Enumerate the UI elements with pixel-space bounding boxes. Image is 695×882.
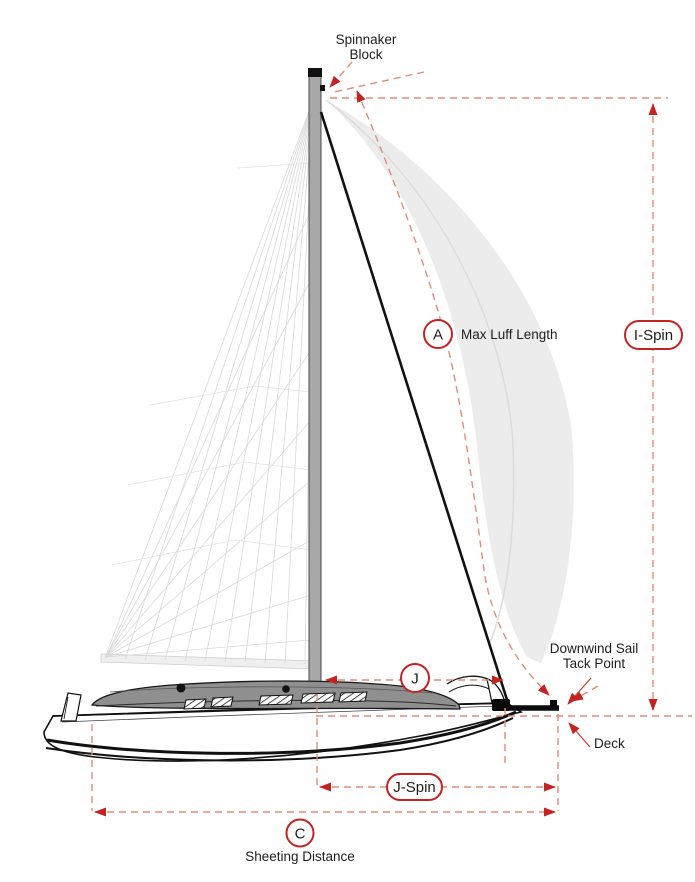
stern-fin (60, 692, 82, 722)
text-labels: Spinnaker Block Max Luff Length Downwind… (245, 32, 638, 864)
badge-a-letter: A (433, 327, 443, 344)
badge-i-spin-text: I-Spin (634, 327, 673, 344)
badges: A I-Spin J J-Spin C (285, 319, 683, 848)
block-fitting (320, 85, 325, 91)
furler-drum (492, 699, 510, 711)
badge-j-letter: J (411, 671, 419, 688)
stern-fin-line (63, 696, 69, 720)
mast (308, 69, 322, 693)
spinnaker-block-callout-1 (329, 61, 353, 88)
pulpit-rail-lower (448, 684, 490, 693)
badge-c (285, 818, 315, 848)
masthead-spinnaker-block (308, 68, 322, 77)
badge-a (423, 319, 453, 349)
tack-label-arrow (567, 677, 592, 705)
hull (43, 675, 559, 762)
tack-point-label-line1: Downwind Sail (550, 641, 639, 656)
solid-callouts (567, 677, 592, 748)
spinnaker-block-label-line2: Block (349, 47, 382, 62)
deck-label-arrow (568, 722, 591, 748)
sheeting-distance-label: Sheeting Distance (245, 849, 355, 864)
winch-aft (176, 683, 186, 693)
tack-dashed-callout (571, 685, 599, 702)
bowsprit-tip-fitting (550, 700, 557, 706)
tack-panel-lines (105, 209, 312, 658)
boom-foot (100, 653, 316, 670)
deck-label: Deck (594, 736, 625, 751)
badge-i-spin (624, 320, 683, 350)
mainsail-panel-fan (100, 97, 316, 670)
cabin-windows (183, 691, 368, 710)
pulpit-stanchion (486, 678, 493, 704)
spinnaker-block-label-line1: Spinnaker (336, 32, 397, 47)
hull-stripe-lower (45, 717, 514, 762)
badge-j (400, 663, 430, 693)
hull-stripe-upper (46, 710, 517, 755)
spinnaker-sail (325, 99, 574, 663)
badge-c-letter: C (295, 826, 306, 843)
tack-point-label-line2: Tack Point (563, 656, 626, 671)
spinnaker-block-callout-2 (333, 71, 425, 93)
sail-seam-lines (111, 162, 312, 566)
max-luff-length-label: Max Luff Length (461, 327, 558, 342)
masthead-panel-lines (104, 97, 315, 665)
badge-j-spin-text: J-Spin (393, 779, 436, 796)
winch-fwd (282, 685, 290, 693)
badge-j-spin (386, 773, 443, 801)
